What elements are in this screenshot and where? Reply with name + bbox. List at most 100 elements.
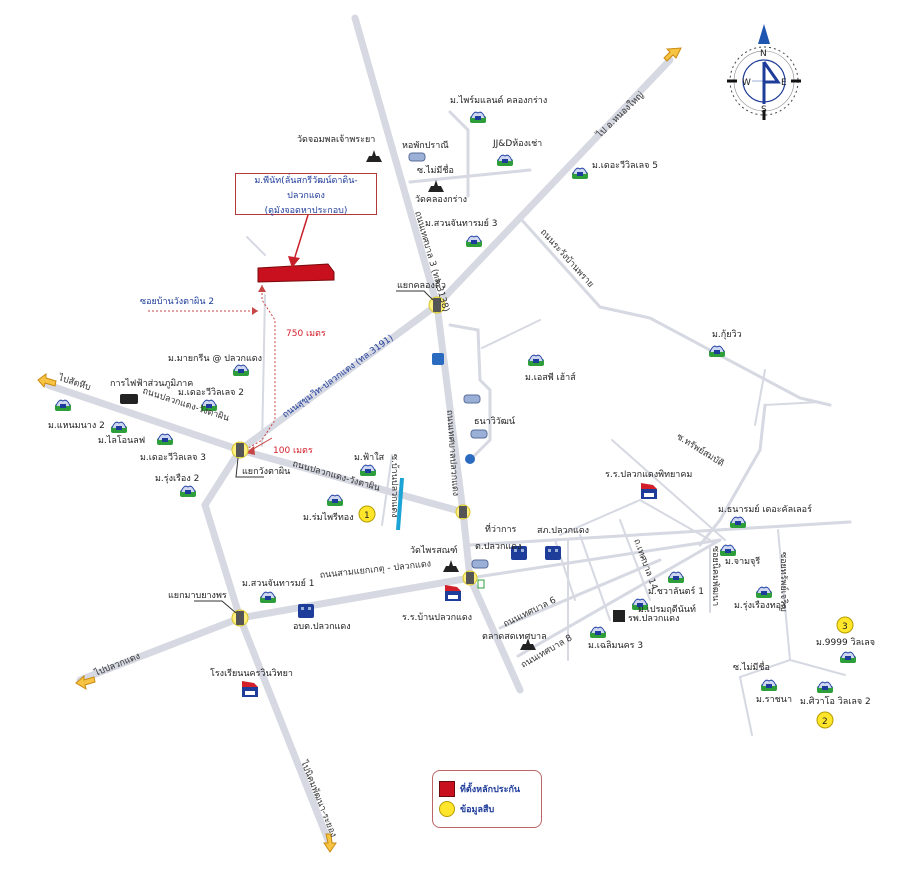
school-icon xyxy=(242,681,258,697)
road-ne-link xyxy=(698,403,767,547)
label-m-mai-green: ม.มายกรีน @ ปลวกแดง xyxy=(168,353,262,364)
legend-item-landmark: ข้อมูลสืบ xyxy=(439,801,494,817)
label-sanamchai: ถนนสามแยกเกตุ - ปลวกแดง xyxy=(319,559,431,581)
road-wang-to-mapyang xyxy=(201,446,244,622)
label-school-pluak: ร.ร.ปลวกแดงพิทยาคม xyxy=(605,469,692,480)
road-sukhumvit-pluak xyxy=(236,301,441,454)
red-square-icon xyxy=(439,781,455,797)
compass-e-label: E xyxy=(781,78,787,88)
label-m-city3: ม.เดอะวีวิลเลจ 3 xyxy=(140,452,206,463)
label-m-city2: ม.เดอะวีวิลเลจ 2 xyxy=(178,387,244,398)
traffic-light-icon xyxy=(236,443,244,457)
direction-arrow-nw xyxy=(37,373,57,389)
bank-icon xyxy=(432,353,444,365)
housing-icon xyxy=(259,591,277,604)
label-rasdamri: ถนนระวังบ้านพราย xyxy=(538,227,596,290)
label-m-siwa2: ม.ศิวาโอ วิลเลจ 2 xyxy=(800,696,871,707)
building-icon xyxy=(471,559,489,569)
marker-2[interactable]: 2 xyxy=(816,711,834,729)
school-icon xyxy=(445,585,461,601)
label-m-chamjuri: ม.จามจุรี xyxy=(725,556,760,567)
svg-text:2: 2 xyxy=(822,717,828,727)
label-m-city5: ม.เดอะวีวิลเลจ 5 xyxy=(592,160,658,171)
traffic-light-icon xyxy=(459,506,467,518)
housing-icon xyxy=(571,167,589,180)
arrowhead xyxy=(252,307,258,315)
temple-icon xyxy=(366,150,382,162)
junction-center xyxy=(455,504,471,520)
label-khlong-kio: แยกคลองคิ้ว xyxy=(397,278,446,291)
label-school-ban: ร.ร.บ้านปลวกแดง xyxy=(402,612,472,623)
label-m-lake: ม.ไลโอนลฟ xyxy=(98,435,145,446)
compass-w-label: W xyxy=(742,78,751,88)
label-m-hanna: ม.แหนมนาง 2 xyxy=(48,421,105,431)
marker-3[interactable]: 3 xyxy=(836,616,854,634)
label-m-fah: ม.ฟ้าใส xyxy=(354,452,385,463)
landmark-icon xyxy=(465,454,475,464)
hospital-icon xyxy=(613,610,625,622)
svg-text:3: 3 xyxy=(842,622,848,632)
road-grid-3 xyxy=(619,519,651,601)
housing-icon xyxy=(110,421,128,434)
leader-line xyxy=(396,290,434,301)
legend-item-site: ที่ตั้งหลักประกัน xyxy=(439,781,520,797)
label-m-9999: ม.9999 วิลเลจ xyxy=(816,637,875,648)
label-power: การไฟฟ้าส่วนภูมิภาค xyxy=(110,378,193,389)
traffic-light-icon xyxy=(433,298,441,312)
direction-arrow-s xyxy=(323,833,337,853)
label-sap-phon: ซ.ทรัพย์สมบัติ xyxy=(674,430,726,469)
north-arrow-icon xyxy=(758,24,770,44)
road-soi-mai xyxy=(408,168,532,184)
label-soi-ban-wang: ซอยบ้านวังตาผิน 2 xyxy=(140,296,214,307)
label-soi-thon: ซอยทรัพย์เจริญ xyxy=(778,552,790,612)
label-soi-nikhom: ซอยนิคมพัฒนา xyxy=(710,546,721,606)
road-stub-nw xyxy=(246,236,266,256)
distance-100-label: 100 เมตร xyxy=(273,446,313,456)
junction-khlong-kio xyxy=(428,296,446,314)
leader-line xyxy=(235,457,264,478)
junction-south-center xyxy=(462,570,478,586)
compass-n-label: N xyxy=(760,49,767,59)
label-hospital: รพ.ปลวกแดง xyxy=(628,614,679,624)
label-soi-ban-pluak: ซ.บ้านปลวกแดง xyxy=(389,454,400,518)
callout-line-2: (ดูมังจอดหาประกอบ) xyxy=(264,206,348,216)
label-wat-khlong: วัดคลองกร่าง xyxy=(415,195,467,205)
road-loop-east xyxy=(448,323,492,462)
label-m-prem: ม.เปรมฤดีนันท์ xyxy=(638,603,696,615)
label-map-yang: แยกมาบยางพร xyxy=(168,591,227,601)
label-m-suan3: ม.สวนจันทารมย์ 3 xyxy=(425,217,498,229)
label-m-rung2: ม.รุ่งเรือง 2 xyxy=(155,473,199,484)
road-center-main-2 xyxy=(459,508,474,582)
label-thanawat: ธนาวิวัฒน์ xyxy=(474,415,515,427)
label-school-nakorn: โรงเรียนนครวินวิทยา xyxy=(210,668,293,679)
arrowhead xyxy=(258,285,266,292)
housing-icon xyxy=(54,399,72,412)
callout-arrowhead xyxy=(288,256,300,268)
label-to-nikhom: ไปนิคมพัฒนา-ระยอง xyxy=(298,758,339,839)
road-rasdamri xyxy=(518,216,832,407)
road-ne-minor-2 xyxy=(764,401,821,406)
road-north-main xyxy=(351,14,441,309)
callout-pointer xyxy=(293,214,309,261)
traffic-light-icon xyxy=(466,572,474,584)
label-to-nong-yai: ไป อ.หนองใหญ่ xyxy=(594,89,647,140)
building-icon xyxy=(470,429,488,439)
road-soi-premier xyxy=(448,110,470,198)
building-icon xyxy=(463,394,481,404)
road-sap-phon xyxy=(611,439,726,541)
road-pluak-wang xyxy=(236,446,467,516)
label-m-rung-thong: ม.รุ่งเรืองทอง xyxy=(734,600,785,611)
temple-icon xyxy=(443,560,459,572)
junction-labels: แยกคลองคิ้ว แยกวังตาผิน แยกมาบยางพร xyxy=(168,278,446,601)
label-post: ที่ว่าการ xyxy=(485,522,517,535)
marker-1[interactable]: 1 xyxy=(358,505,376,523)
road-ne-minor xyxy=(754,369,766,426)
housing-icon xyxy=(719,544,737,557)
label-m-narong: ม.ธนารมย์ เดอะคัลเลอร์ xyxy=(718,503,812,515)
distance-750-label: 750 เมตร xyxy=(286,329,326,339)
arrowhead xyxy=(246,446,255,455)
housing-icon xyxy=(667,571,685,584)
label-m-chalem3: ม.เฉลิมนคร 3 xyxy=(588,640,643,651)
housing-icon xyxy=(359,464,377,477)
